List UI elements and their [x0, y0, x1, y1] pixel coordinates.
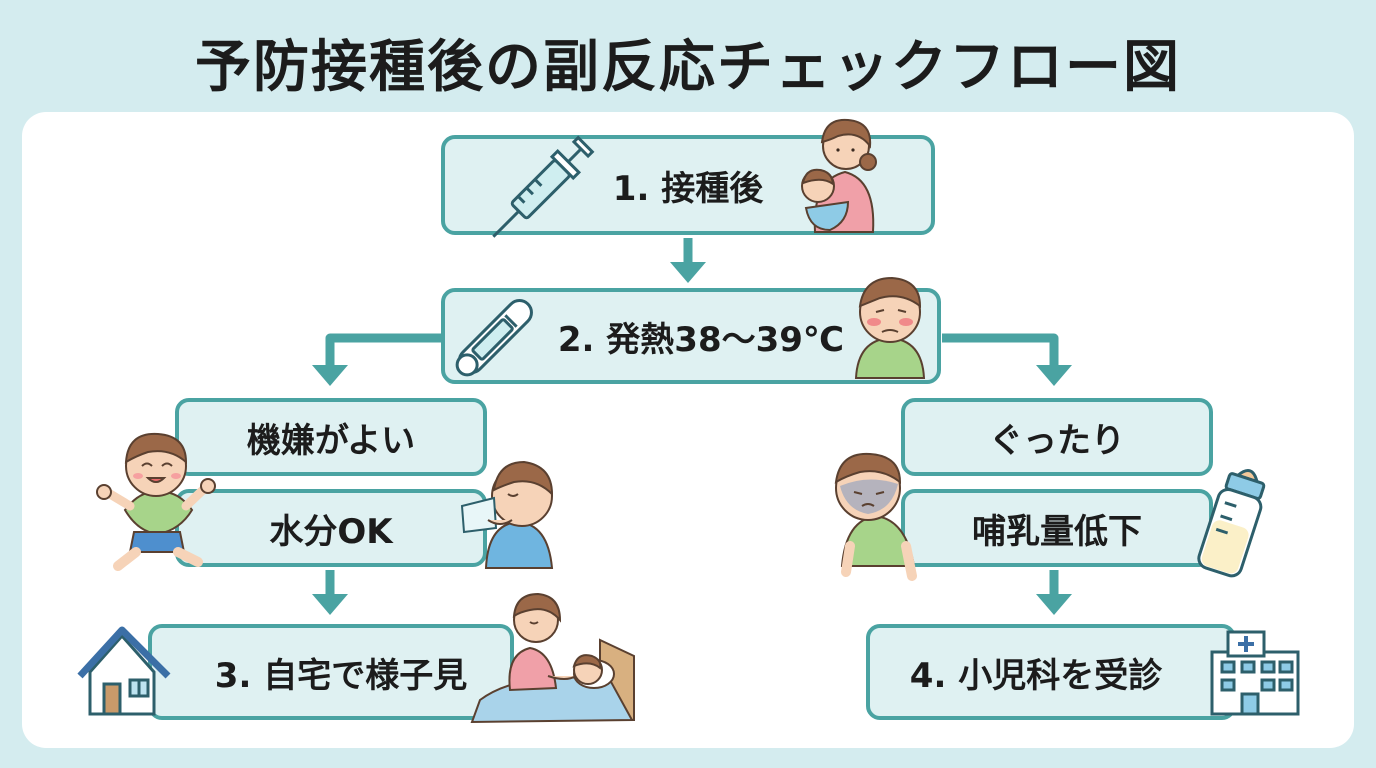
good-mood-box: 機嫌がよい: [175, 398, 487, 476]
feeding-label: 哺乳量低下: [972, 511, 1142, 552]
listless-label: ぐったり: [989, 420, 1125, 461]
step3-box: 3. 自宅で様子見: [148, 624, 514, 720]
step1-box: 1. 接種後: [441, 135, 935, 235]
step4-box: 4. 小児科を受診: [866, 624, 1236, 720]
step1-label: 1. 接種後: [612, 168, 764, 209]
feeding-box: 哺乳量低下: [901, 489, 1213, 567]
step2-box: 2. 発熱38〜39℃: [441, 288, 941, 384]
arrow-step2-to-left: [325, 333, 442, 365]
good-mood-label: 機嫌がよい: [246, 420, 416, 461]
arrow-step2-to-right: [942, 333, 1059, 365]
hydration-label: 水分OK: [269, 511, 393, 552]
step2-label: 2. 発熱38〜39℃: [557, 319, 845, 360]
hydration-box: 水分OK: [175, 489, 487, 567]
step4-label: 4. 小児科を受診: [909, 655, 1163, 696]
page-title: 予防接種後の副反応チェックフロー図: [195, 35, 1181, 100]
step3-label: 3. 自宅で様子見: [214, 655, 468, 696]
listless-box: ぐったり: [901, 398, 1213, 476]
